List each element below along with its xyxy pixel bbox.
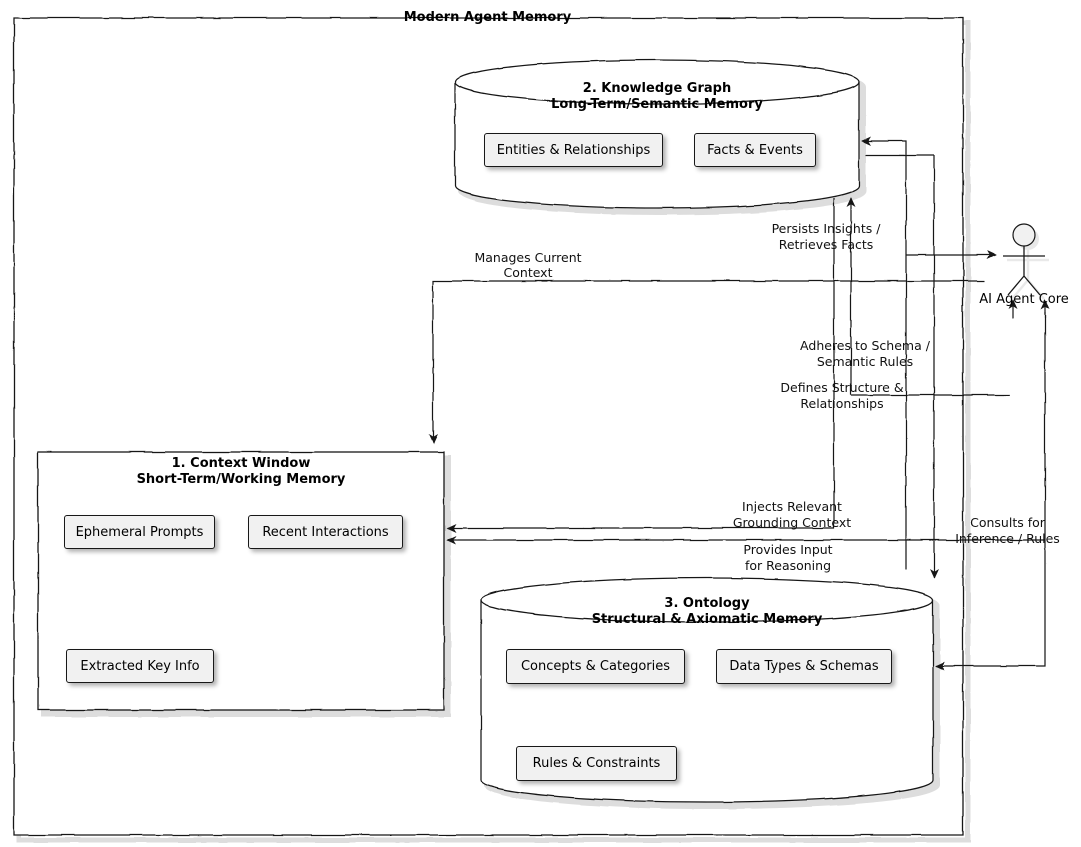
edge-label-adheres-to-schema-line1: Adheres to Schema /	[800, 338, 930, 353]
ai-agent-core-actor-icon	[1003, 223, 1049, 300]
edge-label-persists-insights-line2: Retrieves Facts	[778, 237, 874, 252]
edge-label-manages-current-context-line1: Manages Current	[474, 250, 582, 265]
context-window-title-line2: Short-Term/Working Memory	[136, 472, 346, 487]
knowledge-graph-title-line2: Long-Term/Semantic Memory	[551, 97, 763, 112]
knowledge-graph-title-line1: 2. Knowledge Graph	[582, 81, 732, 96]
edge-label-consults-for-inference-line1: Consults for	[970, 515, 1045, 530]
node-ephemeral-prompts[interactable]: Ephemeral Prompts	[64, 515, 215, 549]
node-data-types-and-schemas[interactable]: Data Types & Schemas	[716, 649, 892, 684]
ontology-title-line1: 3. Ontology	[664, 596, 750, 611]
ontology-title-line2: Structural & Axiomatic Memory	[591, 612, 823, 627]
edge-adheres-to-schema	[861, 136, 907, 570]
edge-manages-current-context	[428, 280, 985, 444]
node-facts-and-events[interactable]: Facts & Events	[694, 133, 816, 167]
edge-injects-grounding-context	[446, 198, 835, 533]
edge-label-provides-input-line1: Provides Input	[743, 542, 833, 557]
edge-label-consults-for-inference-line2: Inference / Rules	[955, 531, 1060, 546]
actor-label-ai-agent-core: AI Agent Core	[979, 292, 1069, 307]
frame-title: Modern Agent Memory	[403, 10, 572, 25]
node-extracted-key-info[interactable]: Extracted Key Info	[66, 649, 214, 683]
edge-label-injects-grounding-line2: Grounding Context	[732, 515, 852, 530]
context-window-title-line1: 1. Context Window	[171, 456, 311, 471]
edge-label-persists-insights-line1: Persists Insights /	[771, 221, 881, 236]
edge-label-injects-grounding-line1: Injects Relevant	[742, 499, 842, 514]
edge-label-provides-input-line2: for Reasoning	[744, 558, 832, 573]
node-recent-interactions[interactable]: Recent Interactions	[248, 515, 403, 549]
node-entities-and-relationships[interactable]: Entities & Relationships	[484, 133, 663, 167]
edge-label-adheres-to-schema-line2: Semantic Rules	[816, 354, 914, 369]
edge-label-manages-current-context-line2: Context	[503, 265, 553, 280]
edge-label-defines-structure-line1: Defines Structure &	[780, 380, 904, 395]
edge-label-defines-structure-line2: Relationships	[800, 396, 884, 411]
node-concepts-and-categories[interactable]: Concepts & Categories	[506, 649, 685, 684]
edge-consults-for-inference	[935, 312, 1046, 671]
node-rules-and-constraints[interactable]: Rules & Constraints	[516, 746, 677, 781]
